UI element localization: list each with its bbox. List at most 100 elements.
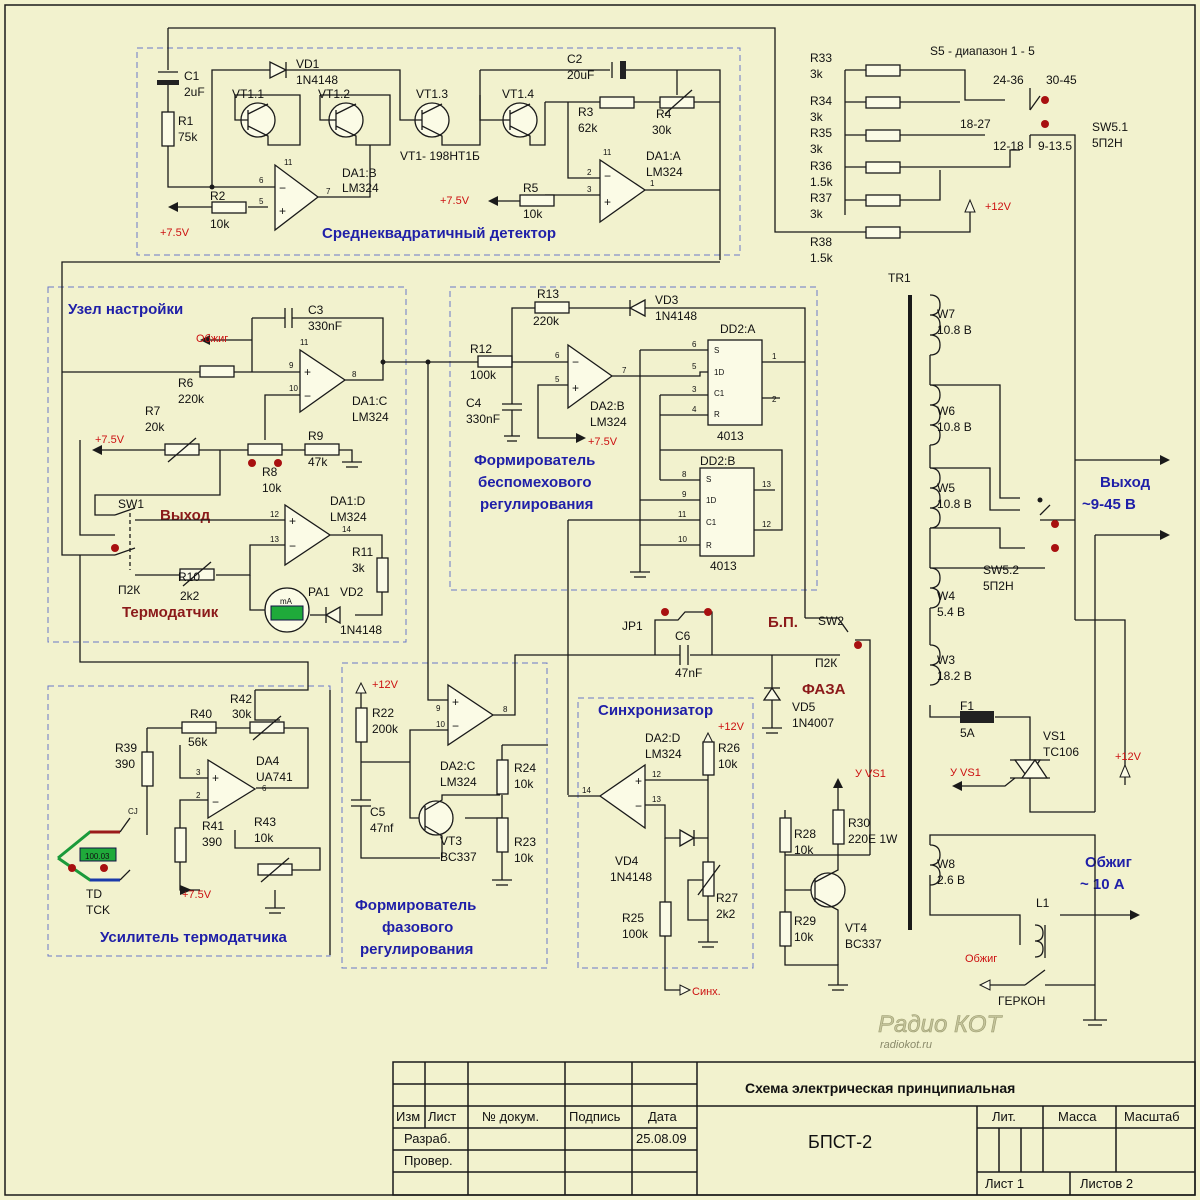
r13-value: 220k xyxy=(533,314,560,328)
r38-label: R38 xyxy=(810,235,832,249)
sw52-label: SW5.2 xyxy=(983,563,1019,577)
r7-label: R7 xyxy=(145,404,161,418)
r2-label: R2 xyxy=(210,189,226,203)
svg-text:12: 12 xyxy=(270,510,279,519)
r39-resistor xyxy=(141,751,154,787)
r6-value: 220k xyxy=(178,392,205,406)
da1b-opamp xyxy=(274,163,320,232)
r10-label: R10 xyxy=(178,570,200,584)
phase-title-2: фазового xyxy=(382,919,453,936)
vt1-3-label: VT1.3 xyxy=(416,87,448,101)
svg-text:10: 10 xyxy=(289,384,298,393)
f1-value: 5A xyxy=(960,726,975,740)
c4-label: C4 xyxy=(466,396,482,410)
vd5-label: VD5 xyxy=(792,700,816,714)
r24-resistor xyxy=(496,759,509,795)
td-display xyxy=(79,847,117,862)
r7-value: 20k xyxy=(145,420,165,434)
r23-value: 10k xyxy=(514,851,534,865)
svg-text:10: 10 xyxy=(436,720,445,729)
r3-value: 62k xyxy=(578,121,598,135)
r40-value: 56k xyxy=(188,735,208,749)
tb-prover: Провер. xyxy=(404,1153,453,1168)
sw-range-3: 18-27 xyxy=(960,117,991,131)
w8-winding xyxy=(929,844,941,886)
r38-resistor xyxy=(865,226,901,239)
r27-value: 2k2 xyxy=(716,907,736,921)
w4-label: W4 xyxy=(937,589,955,603)
w5-label: W5 xyxy=(937,481,955,495)
vs1-value: TC106 xyxy=(1043,745,1079,759)
svg-text:8: 8 xyxy=(503,705,508,714)
r42-value: 30k xyxy=(232,707,252,721)
r33-value: 3k xyxy=(810,67,824,81)
vd4-label: VD4 xyxy=(615,854,639,868)
watermark-url: radiokot.ru xyxy=(880,1039,932,1051)
sw2-type: П2К xyxy=(815,656,837,670)
r23-label: R23 xyxy=(514,835,536,849)
r33-resistor xyxy=(865,64,901,77)
da2c-label: DA2:C xyxy=(440,759,476,773)
rms-detector-frame xyxy=(136,47,741,256)
shaper-title-1: Формирователь xyxy=(474,452,595,469)
tuning-node: Обжиг C3 330nF R6 220k +− DA1:C LM324 +7… xyxy=(61,261,720,637)
c6-value: 47nF xyxy=(675,666,702,680)
da4-opamp xyxy=(207,758,257,820)
c5-label: C5 xyxy=(370,805,386,819)
svg-text:12: 12 xyxy=(652,770,661,779)
w4-value: 5.4 В xyxy=(937,605,965,619)
dd2a-label: DD2:A xyxy=(720,322,755,336)
vd3-diode xyxy=(628,298,646,318)
r39-value: 390 xyxy=(115,757,135,771)
r4-label: R4 xyxy=(656,107,672,121)
shaper: R12 100k R13 220k VD3 1N4148 C4 330nF −+… xyxy=(466,287,806,795)
svg-text:R: R xyxy=(714,410,720,419)
s5-label: S5 - диапазон 1 - 5 xyxy=(930,44,1035,58)
r24-label: R24 xyxy=(514,761,536,775)
vt3-value: BC337 xyxy=(440,850,477,864)
r34-value: 3k xyxy=(810,110,824,124)
svg-text:3: 3 xyxy=(692,385,697,394)
svg-text:C1: C1 xyxy=(714,389,725,398)
r36-value: 1.5k xyxy=(810,175,834,189)
vt1-1-label: VT1.1 xyxy=(232,87,264,101)
pa1-display xyxy=(270,605,304,621)
r3-resistor xyxy=(599,96,635,109)
r35-resistor xyxy=(865,129,901,142)
r25-resistor xyxy=(659,901,672,937)
r36-label: R36 xyxy=(810,159,832,173)
r8-resistor xyxy=(247,443,283,456)
r30-label: R30 xyxy=(848,816,870,830)
vt4-label: VT4 xyxy=(845,921,867,935)
vd3-value: 1N4148 xyxy=(655,309,697,323)
vs1-supply-label: +12V xyxy=(1115,751,1142,763)
svg-text:+: + xyxy=(635,774,642,788)
shaper-frame xyxy=(449,286,818,591)
r1-label: R1 xyxy=(178,114,194,128)
vd1-value: 1N4148 xyxy=(296,73,338,87)
tb-doc: № докум. xyxy=(482,1109,539,1124)
r34-label: R34 xyxy=(810,94,832,108)
r42-label: R42 xyxy=(230,692,252,706)
r41-resistor xyxy=(174,827,187,863)
r22-resistor xyxy=(355,707,368,743)
r26-value: 10k xyxy=(718,757,738,771)
phase-section: JP1 C6 47nF SW2 П2К VD5 1N4007 У VS1 R30… xyxy=(622,608,898,991)
r6-resistor xyxy=(199,365,235,378)
r5-supply-label: +7.5V xyxy=(440,195,470,207)
c6-label: C6 xyxy=(675,629,691,643)
vt1-4-transistor xyxy=(479,70,546,146)
w7-value: 10.8 В xyxy=(937,323,972,337)
r37-resistor xyxy=(865,194,901,207)
r41-label: R41 xyxy=(202,819,224,833)
r27-label: R27 xyxy=(716,891,738,905)
vt3-label: VT3 xyxy=(440,834,462,848)
svg-text:11: 11 xyxy=(284,158,293,167)
vt3-transistor xyxy=(418,794,465,858)
tuning-title: Узел настройки xyxy=(68,301,183,318)
w7-winding xyxy=(929,294,941,356)
r30-resistor xyxy=(832,809,845,845)
r40-label: R40 xyxy=(190,707,212,721)
